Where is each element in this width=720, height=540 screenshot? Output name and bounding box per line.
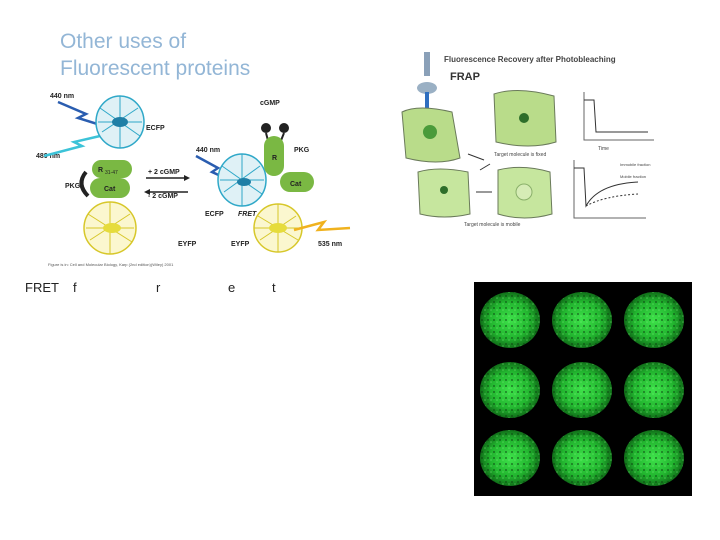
recovery-graph-top bbox=[583, 92, 654, 141]
recovery-graph-bottom bbox=[573, 160, 646, 219]
label-minus-cgmp: - 2 cGMP bbox=[148, 193, 178, 200]
ecfp-structure-left bbox=[95, 95, 145, 149]
frap-legend-b: Mobile fraction bbox=[620, 174, 646, 179]
label-cgmp: cGMP bbox=[260, 100, 280, 107]
label-fret: FRET bbox=[238, 211, 257, 218]
cell-frame-r1c2 bbox=[552, 292, 612, 348]
cell-frame-r2c1 bbox=[480, 362, 540, 418]
eyfp-structure-left bbox=[83, 201, 137, 255]
ecfp-structure-right bbox=[217, 153, 267, 207]
excitation-arrow-left bbox=[57, 100, 111, 130]
label-r-right: R bbox=[272, 155, 277, 162]
label-480nm: 480 nm bbox=[36, 153, 60, 160]
title-line-1: Other uses of bbox=[60, 30, 187, 53]
label-plus-cgmp: + 2 cGMP bbox=[148, 169, 180, 176]
caption-fragment-f: f bbox=[73, 280, 77, 295]
label-440nm-left: 440 nm bbox=[50, 93, 74, 100]
label-cat-left: Cat bbox=[104, 186, 116, 193]
cell-bottom-middle bbox=[497, 166, 553, 219]
label-ecfp-left: ECFP bbox=[146, 125, 165, 132]
emission-arrow-535 bbox=[293, 219, 351, 232]
label-cat-right: Cat bbox=[290, 181, 302, 188]
frap-header: Fluorescence Recovery after Photobleachi… bbox=[444, 55, 616, 64]
label-ecfp-right: ECFP bbox=[205, 211, 224, 218]
microscopy-image-grid bbox=[474, 282, 692, 496]
frap-caption-bottom: Target molecule is mobile bbox=[464, 222, 521, 228]
frap-axis-note: Time bbox=[598, 146, 609, 152]
cell-frame-r3c1 bbox=[480, 430, 540, 486]
label-535nm: 535 nm bbox=[318, 241, 342, 248]
cell-top-middle bbox=[493, 90, 557, 147]
frap-legend-a: Immobile fraction bbox=[620, 162, 650, 167]
figure-footnote: Figure is in: Cell and Molecular Biology… bbox=[48, 262, 174, 267]
emission-arrow-480 bbox=[43, 134, 101, 158]
frap-diagram: Fluorescence Recovery after Photobleachi… bbox=[401, 52, 654, 228]
caption-fragment-e: e bbox=[228, 280, 236, 295]
label-r-sub: 31-47 bbox=[105, 170, 118, 176]
caption-fragment-t: t bbox=[272, 280, 276, 295]
cell-bottom-left bbox=[417, 168, 471, 218]
cell-frame-r3c2 bbox=[552, 430, 612, 486]
cell-frame-r1c1 bbox=[480, 292, 540, 348]
cell-frame-r1c3 bbox=[624, 292, 684, 348]
caption-fragment-r: r bbox=[156, 280, 161, 295]
cell-frame-r3c3 bbox=[624, 430, 684, 486]
laser-beam bbox=[417, 52, 437, 122]
caption-fret: FRET bbox=[25, 280, 59, 295]
pkg-right: R Cat bbox=[264, 136, 314, 192]
label-440nm-right: 440 nm bbox=[196, 147, 220, 154]
cell-frame-r2c3 bbox=[624, 362, 684, 418]
cell-top-left bbox=[401, 107, 461, 163]
cell-frame-r2c2 bbox=[552, 362, 612, 418]
label-eyfp-right: EYFP bbox=[231, 241, 250, 248]
frap-label: FRAP bbox=[450, 71, 480, 83]
pkg-left: R 31-47 Cat bbox=[79, 160, 132, 198]
label-pkg-right: PKG bbox=[294, 147, 310, 154]
label-r-left: R bbox=[98, 167, 103, 174]
frap-arrow bbox=[467, 153, 485, 161]
fret-diagram: 440 nm 480 nm ECFP cGMP 440 nm + 2 cGMP … bbox=[36, 93, 351, 267]
eyfp-structure-right bbox=[253, 203, 303, 253]
frap-caption-top: Target molecule is fixed bbox=[494, 152, 546, 158]
label-eyfp-left: EYFP bbox=[178, 241, 197, 248]
label-pkg-left: PKG bbox=[65, 183, 81, 190]
title-line-2: Fluorescent proteins bbox=[60, 57, 251, 80]
slide-title: Other uses of Fluorescent proteins bbox=[60, 28, 360, 82]
